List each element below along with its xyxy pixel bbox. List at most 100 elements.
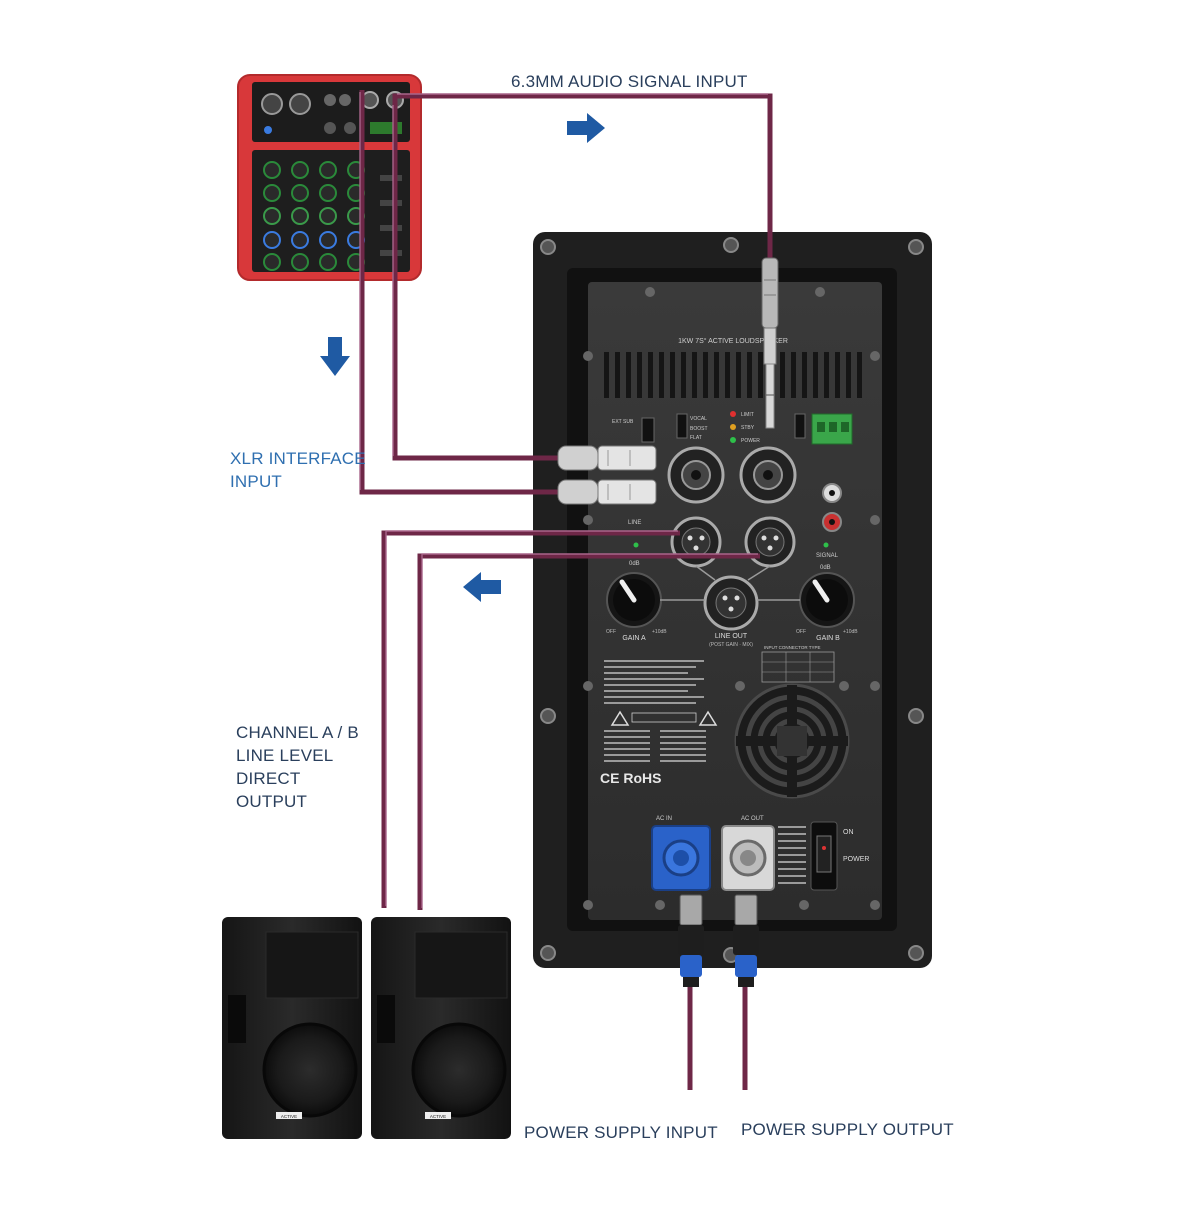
warning-line	[604, 754, 650, 756]
xlr-plug-2	[557, 479, 657, 505]
gain-b-knob[interactable]	[799, 572, 855, 628]
xlr-out-b[interactable]	[744, 516, 796, 568]
ac-inlet-line	[778, 854, 806, 856]
warning-line	[604, 678, 704, 680]
svg-text:ON: ON	[843, 829, 854, 836]
warning-line	[604, 736, 650, 738]
heatsink-fin	[637, 352, 642, 398]
mixer-knob	[263, 161, 281, 179]
warning-line	[604, 672, 688, 674]
speakon-ac-in[interactable]	[651, 825, 711, 891]
warning-line	[604, 684, 696, 686]
mixer-knob	[263, 231, 281, 249]
warning-line	[660, 748, 706, 750]
gain-a-knob[interactable]	[606, 572, 662, 628]
ac-inlet-line	[778, 826, 806, 828]
panel-screws	[583, 287, 880, 910]
label-audio-signal-input: 6.3MM AUDIO SIGNAL INPUT	[511, 72, 748, 91]
cable-highlights	[359, 92, 768, 908]
heatsink-fin	[802, 352, 807, 398]
svg-text:ACTIVE: ACTIVE	[281, 1114, 297, 1119]
warning-line	[604, 742, 650, 744]
heatsink-fin	[692, 352, 697, 398]
xlr-plug-1	[557, 445, 657, 471]
warning-line	[604, 696, 704, 698]
svg-text:POWER: POWER	[741, 438, 760, 444]
heatsink-fin	[835, 352, 840, 398]
warning-line	[660, 754, 706, 756]
svg-text:FLAT: FLAT	[690, 435, 702, 441]
svg-text:+10dB: +10dB	[652, 629, 667, 635]
speakon-plug-out	[733, 894, 759, 987]
arrow-left-icon	[463, 572, 501, 602]
heatsink-fin	[758, 352, 763, 398]
svg-text:INPUT CONNECTOR TYPE: INPUT CONNECTOR TYPE	[764, 645, 821, 650]
speakon-ac-out[interactable]	[721, 825, 775, 891]
heatsink-fin	[648, 352, 653, 398]
xlr-out-a[interactable]	[670, 516, 722, 568]
warning-line	[660, 742, 706, 744]
warning-icon	[610, 710, 718, 726]
heatsink-fin	[714, 352, 719, 398]
warning-line	[604, 760, 650, 762]
heatsink-fin	[604, 352, 609, 398]
mixer-knob	[319, 184, 337, 202]
combo-jack-a[interactable]	[667, 446, 725, 504]
mixer-knob	[291, 161, 309, 179]
mixer-knob	[263, 184, 281, 202]
svg-text:VOCAL: VOCAL	[690, 416, 707, 422]
ac-inlet-line	[778, 882, 806, 884]
cable-out-b	[417, 553, 760, 910]
warning-line	[604, 702, 696, 704]
svg-text:EXT SUB: EXT SUB	[612, 419, 634, 425]
combo-jack-b[interactable]	[739, 446, 797, 504]
svg-text:GAIN B: GAIN B	[816, 635, 840, 642]
svg-text:OFF: OFF	[796, 629, 806, 635]
warning-text-block	[604, 660, 706, 762]
power-switch[interactable]	[810, 821, 838, 891]
warning-line	[660, 760, 706, 762]
line-out-xlr[interactable]	[703, 575, 759, 631]
status-leds: LIMIT STBY POWER	[730, 411, 760, 444]
heatsink-fin	[791, 352, 796, 398]
ac-inlet-line	[778, 847, 806, 849]
svg-text:LIMIT: LIMIT	[741, 412, 754, 418]
cable-63mm	[392, 93, 773, 260]
label-xlr-interface-input: XLR INTERFACE INPUT	[230, 449, 366, 491]
mixer-knob	[319, 253, 337, 271]
fan-icon	[734, 683, 850, 799]
signal-cables	[359, 90, 773, 1090]
heatsink-fin	[813, 352, 818, 398]
label-channel-ab-output: CHANNEL A / B LINE LEVEL DIRECT OUTPUT	[236, 723, 359, 811]
svg-text:POWER: POWER	[843, 856, 869, 863]
svg-text:ACTIVE: ACTIVE	[430, 1114, 446, 1119]
cable-out-a	[381, 530, 680, 908]
heatsink-fin	[747, 352, 752, 398]
mixer-fader-slot	[380, 250, 402, 256]
speakon-plug-in	[678, 894, 704, 987]
heatsink-fin	[846, 352, 851, 398]
cert-marks: CE RoHS	[600, 770, 661, 786]
rca-jacks[interactable]	[822, 483, 842, 532]
heatsink-fin	[824, 352, 829, 398]
input-connector-table: INPUT CONNECTOR TYPE	[761, 645, 835, 683]
warning-line	[604, 730, 650, 732]
mixer-knob	[263, 207, 281, 225]
green-terminal-block	[811, 413, 853, 445]
svg-text:STBY: STBY	[741, 425, 755, 431]
heatsink-fin	[857, 352, 862, 398]
svg-text:0dB: 0dB	[629, 561, 640, 567]
mixer-knob	[291, 184, 309, 202]
warning-line	[604, 666, 696, 668]
ac-inlet-line	[778, 875, 806, 877]
label-power-supply-output: POWER SUPPLY OUTPUT	[741, 1120, 954, 1139]
heatsink-fin	[703, 352, 708, 398]
mixer-knobs	[263, 161, 402, 271]
warning-line	[660, 730, 706, 732]
mixer	[237, 74, 422, 281]
svg-text:AC OUT: AC OUT	[741, 816, 764, 822]
ac-inlet-line	[778, 868, 806, 870]
mixer-knob	[319, 231, 337, 249]
